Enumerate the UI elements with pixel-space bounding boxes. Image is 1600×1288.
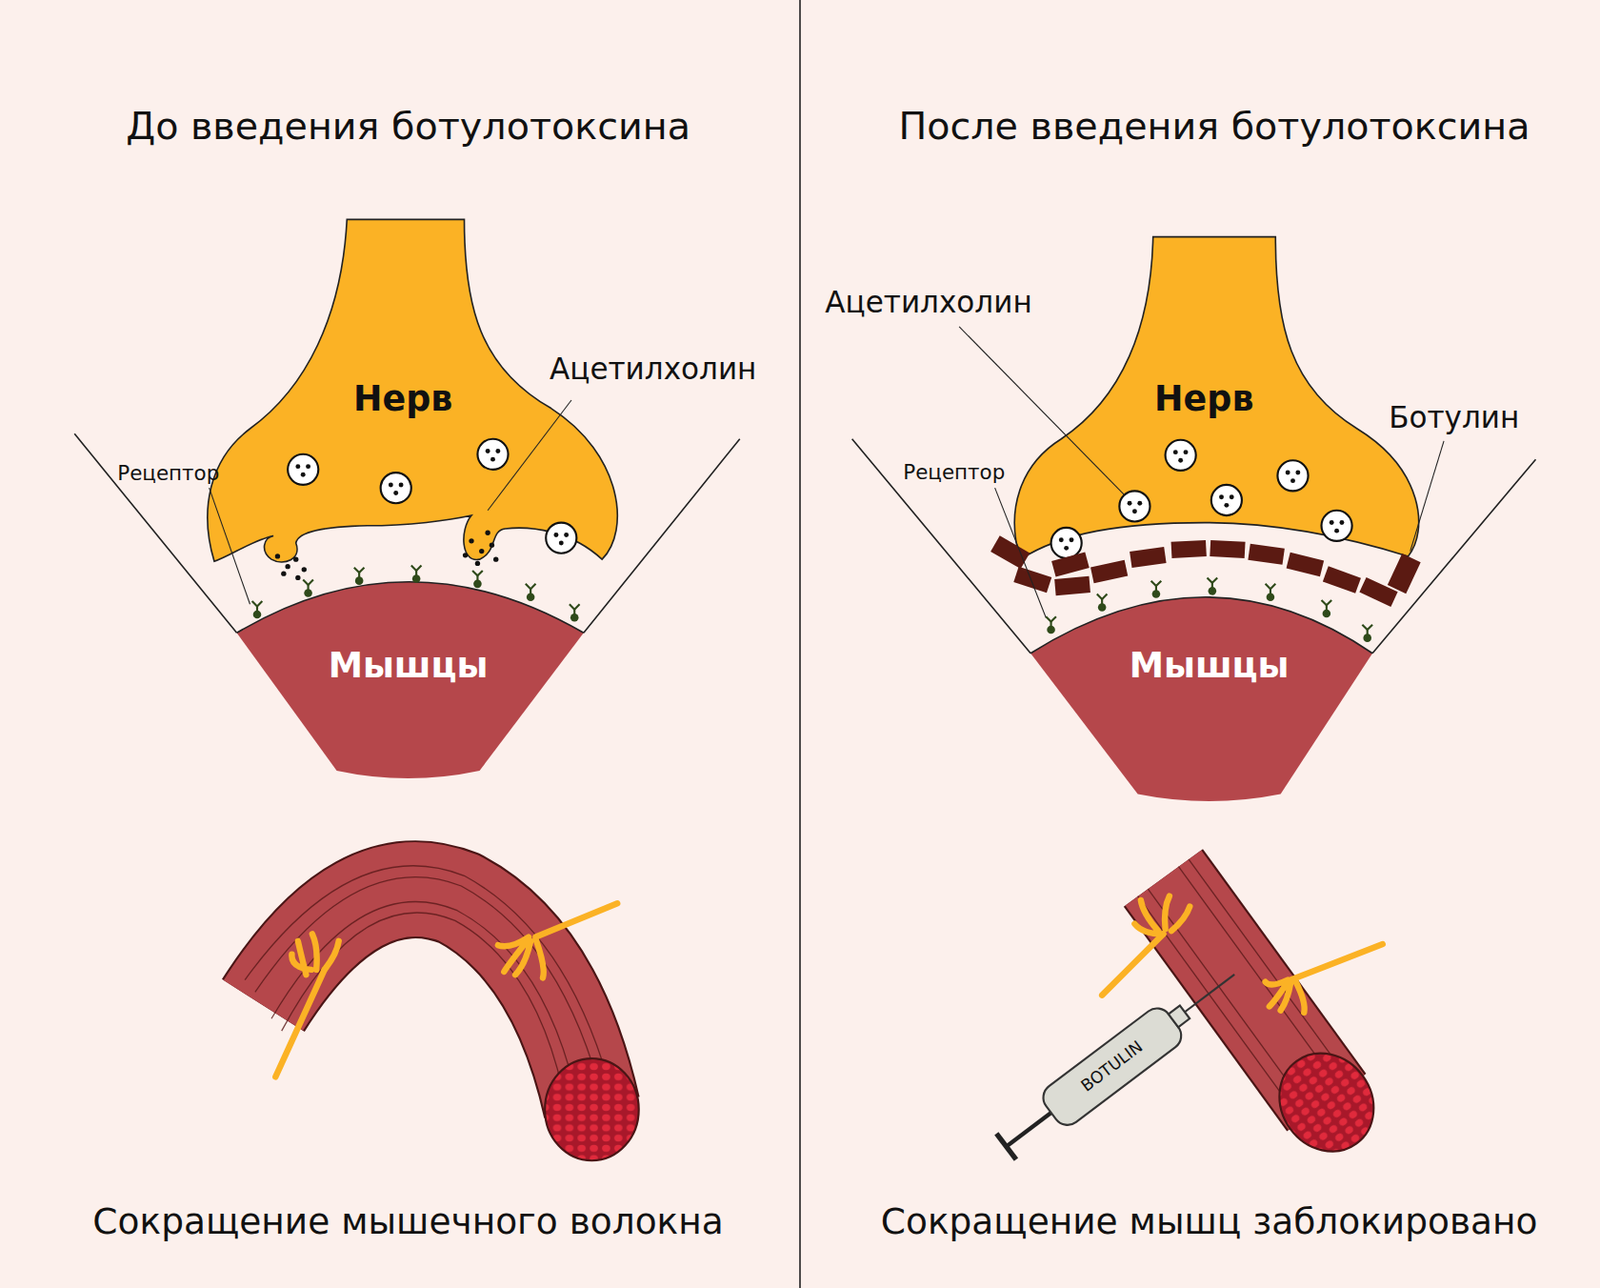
caption: Сокращение мышц заблокировано [880,1200,1539,1242]
node-text: Нерв [1154,377,1254,419]
muscle: Мышцы [320,640,497,690]
receptor-label: Рецептор [902,460,1005,485]
acetylcholine-label: Ацетилхолин [549,352,757,387]
nerve-terminal: Нерв [1146,373,1262,422]
panel-title: До введения ботулотоксина [125,105,691,150]
muscle: Мышцы [1120,640,1298,690]
node-text: Мышцы [328,644,489,686]
caption: Сокращение мышечного волокна [92,1200,723,1242]
node-text: Мышцы [1129,644,1290,686]
node-text: Нерв [353,377,453,419]
botulin-label: Ботулин [1388,400,1520,436]
nerve-terminal: Нерв [344,373,460,422]
receptor-label: Рецептор [117,461,220,486]
acetylcholine-label: Ацетилхолин [824,285,1032,320]
panel-title: После введения ботулотоксина [898,105,1530,150]
